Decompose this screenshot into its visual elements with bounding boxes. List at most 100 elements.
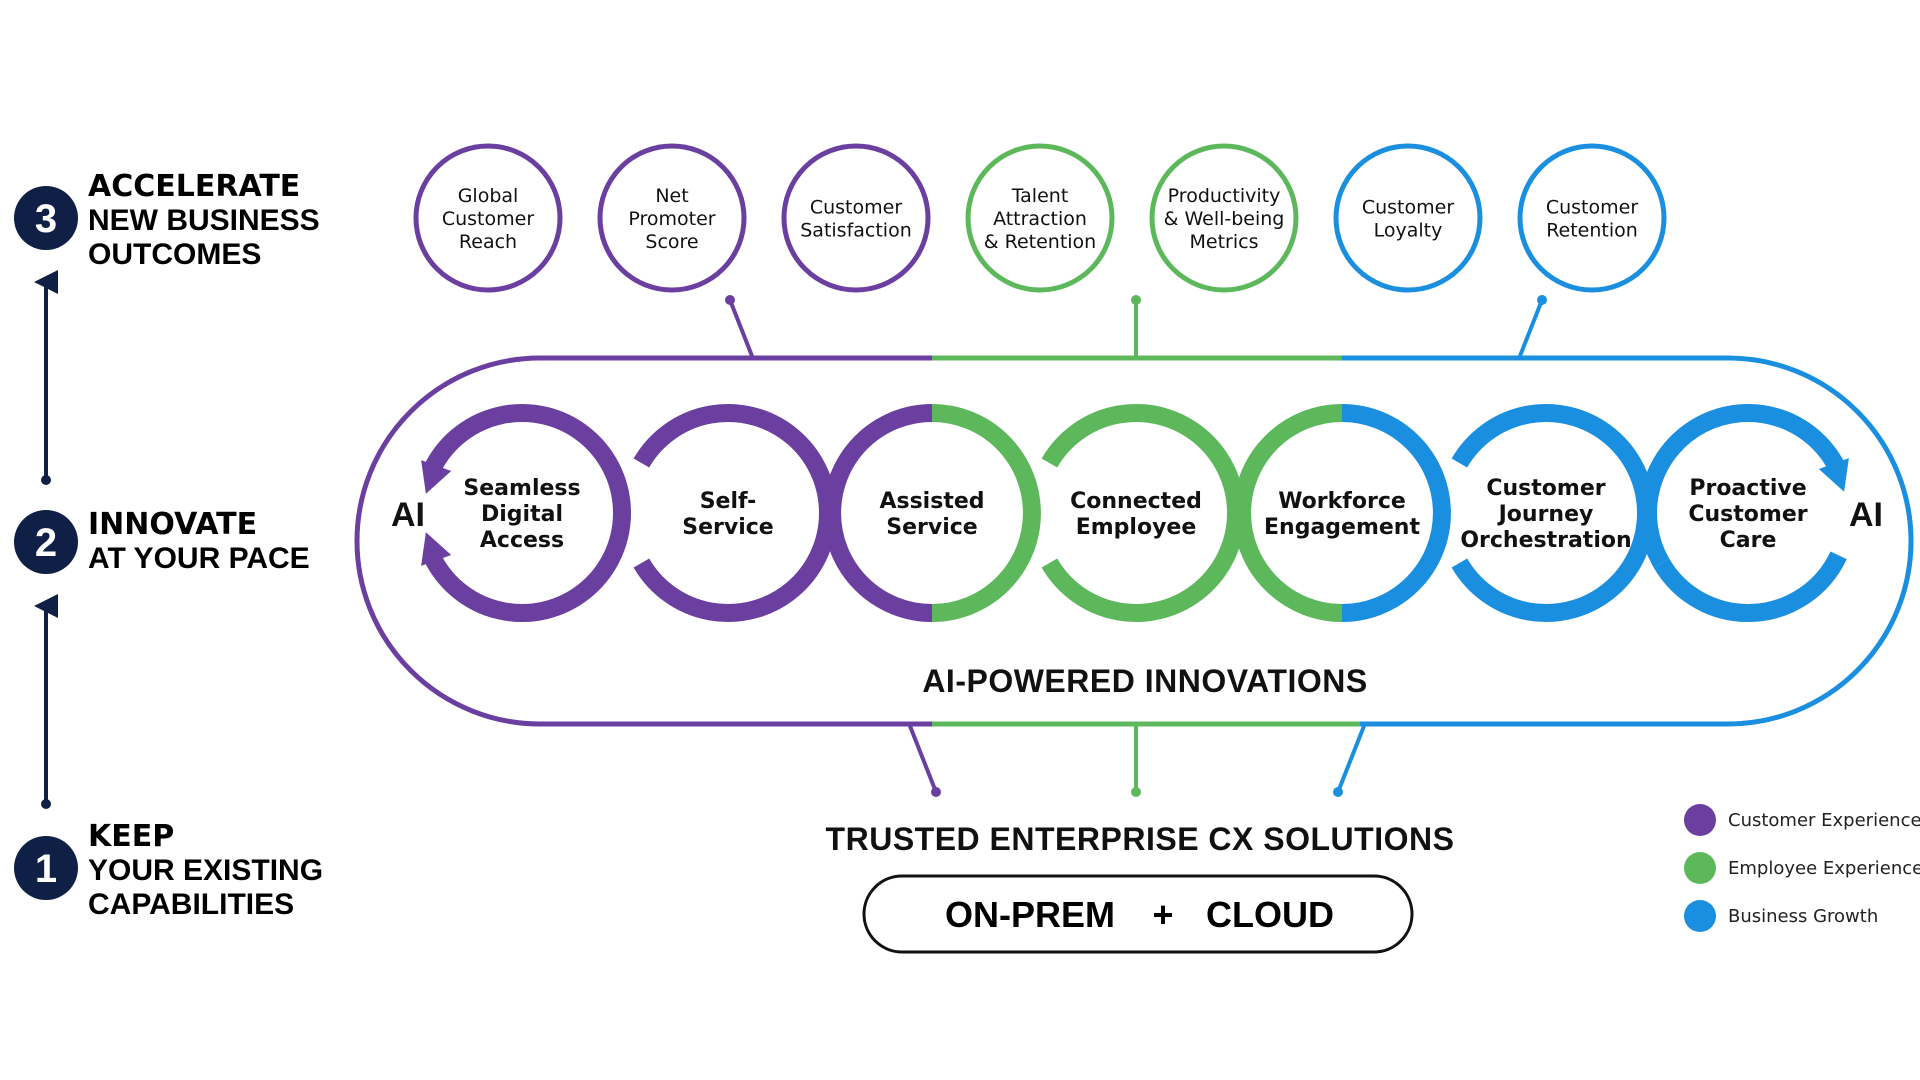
outcome-label-line: Customer bbox=[1362, 197, 1454, 219]
outcome-circle bbox=[1149, 143, 1299, 293]
innovation-label-line: Connected bbox=[1070, 489, 1202, 514]
outcome-label-line: Reach bbox=[459, 231, 517, 253]
foundation-box bbox=[862, 874, 1414, 954]
legend-dot-business-growth bbox=[1684, 900, 1716, 932]
innovations-title: AI-POWERED INNOVATIONS bbox=[922, 663, 1367, 699]
connector-bottom-blue-dot bbox=[1333, 787, 1343, 797]
stage-1-line1: KEEP bbox=[88, 819, 174, 854]
outcome-circle bbox=[965, 143, 1115, 293]
innovation-label-line: Service bbox=[886, 515, 977, 540]
connector-bottom-purple bbox=[908, 725, 938, 793]
outcome-circle bbox=[597, 143, 747, 293]
arrowhead-left-bottom-icon bbox=[421, 532, 452, 566]
stage-2-number: 2 bbox=[35, 521, 57, 565]
innovation-label-line: Seamless bbox=[463, 476, 580, 501]
stage-1-number: 1 bbox=[35, 847, 57, 891]
innovation-label-line: Orchestration bbox=[1460, 528, 1631, 553]
outcome-label-line: Customer bbox=[442, 208, 534, 230]
innovation-rings: SeamlessDigitalAccessSelf-ServiceAssiste… bbox=[421, 404, 1849, 622]
innovation-label-line: Customer bbox=[1486, 476, 1605, 501]
arrow-1-to-2-tail bbox=[41, 799, 51, 809]
innovation-label-line: Workforce bbox=[1278, 489, 1406, 514]
outcome-label-line: Retention bbox=[1546, 220, 1638, 242]
stage-2-line2: AT YOUR PACE bbox=[88, 542, 310, 575]
bottom-connectors bbox=[908, 725, 1366, 797]
innovation-label-line: Employee bbox=[1076, 515, 1197, 540]
arrowhead-left-top-icon bbox=[421, 460, 452, 494]
connector-bottom-green-dot bbox=[1131, 787, 1141, 797]
outcome-label-line: & Retention bbox=[984, 231, 1096, 253]
outcome-label-line: Score bbox=[645, 231, 698, 253]
foundation-on-prem: ON-PREM bbox=[945, 894, 1115, 935]
innovation-ring-arc bbox=[1341, 404, 1451, 622]
outcome-label-line: & Well-being bbox=[1164, 208, 1285, 230]
innovation-label-line: Digital bbox=[481, 502, 563, 527]
arrow-2-to-3-tail bbox=[41, 475, 51, 485]
stage-1-line3: CAPABILITIES bbox=[88, 888, 294, 921]
outcome-circle bbox=[781, 143, 931, 293]
innovation-label-line: Customer bbox=[1688, 502, 1807, 527]
stage-3-line2: NEW BUSINESS bbox=[88, 204, 320, 237]
stage-1-badge bbox=[14, 836, 78, 900]
innovation-ring-arc bbox=[1639, 404, 1847, 568]
connector-top-green-dot bbox=[1131, 295, 1141, 305]
outcome-circles: GlobalCustomerReachNetPromoterScoreCusto… bbox=[413, 143, 1667, 293]
innovation-label-line: Self- bbox=[700, 489, 757, 514]
innovation-label-line: Assisted bbox=[879, 489, 984, 514]
legend: Customer Experience Employee Experience … bbox=[1684, 804, 1920, 932]
ai-left-label: AI bbox=[391, 496, 425, 534]
innovation-1: Self-Service bbox=[633, 404, 837, 622]
outcome-label-line: Talent bbox=[1011, 185, 1069, 207]
connector-top-blue-dot bbox=[1537, 295, 1547, 305]
arrowhead-right-icon bbox=[1818, 458, 1849, 492]
outcome-label-line: Attraction bbox=[993, 208, 1087, 230]
innovation-label-line: Access bbox=[480, 528, 564, 553]
foundation-cloud: CLOUD bbox=[1206, 894, 1334, 935]
track-blue bbox=[1342, 355, 1914, 727]
stage-3-line1: ACCELERATE bbox=[88, 169, 300, 204]
innovation-ring-arc bbox=[1233, 404, 1343, 622]
outcome-label-line: Metrics bbox=[1190, 231, 1259, 253]
stage-3-number: 3 bbox=[35, 197, 57, 241]
connector-top-blue bbox=[1518, 299, 1544, 357]
innovation-label-line: Engagement bbox=[1264, 515, 1420, 540]
stage-1-line2: YOUR EXISTING bbox=[88, 854, 323, 887]
outcome-label-line: Productivity bbox=[1168, 185, 1281, 207]
stage-2: 2 INNOVATE AT YOUR PACE bbox=[14, 507, 310, 575]
legend-dot-employee-experience bbox=[1684, 852, 1716, 884]
stage-3-badge bbox=[14, 186, 78, 250]
outcome-label-line: Net bbox=[655, 185, 688, 207]
outcome-label-line: Global bbox=[458, 185, 519, 207]
outcome-circle bbox=[1333, 143, 1483, 293]
innovation-ring-arc bbox=[931, 404, 1041, 622]
track-purple bbox=[354, 355, 932, 727]
outcome-label-line: Loyalty bbox=[1374, 220, 1443, 242]
stage-1: 1 KEEP YOUR EXISTING CAPABILITIES bbox=[14, 819, 323, 921]
stage-ladder: 3 ACCELERATE NEW BUSINESS OUTCOMES 2 INN… bbox=[14, 169, 323, 921]
legend-label-customer-experience: Customer Experience bbox=[1728, 810, 1920, 831]
outcome-label-line: Satisfaction bbox=[800, 220, 912, 242]
innovation-label-line: Care bbox=[1720, 528, 1777, 553]
innovation-ring-arc bbox=[823, 404, 933, 622]
innovation-label-line: Service bbox=[682, 515, 773, 540]
stage-2-badge bbox=[14, 510, 78, 574]
innovation-ring-arc bbox=[423, 404, 631, 622]
innovation-label-line: Proactive bbox=[1689, 476, 1806, 501]
stage-2-line1: INNOVATE bbox=[88, 507, 257, 542]
connector-top-purple bbox=[728, 299, 754, 357]
legend-dot-customer-experience bbox=[1684, 804, 1716, 836]
outcome-label-line: Customer bbox=[810, 197, 902, 219]
